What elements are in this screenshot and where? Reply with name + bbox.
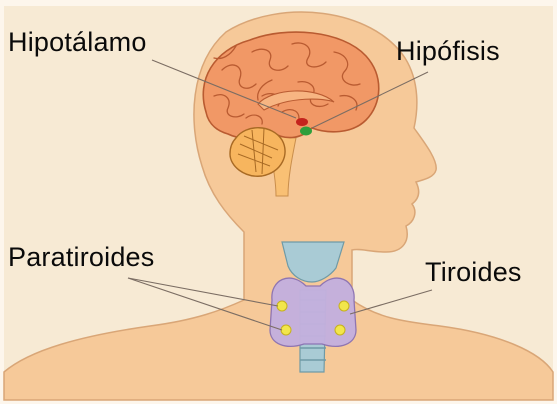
hypothalamus (296, 118, 308, 126)
cerebellum (230, 128, 285, 176)
thyroid (270, 278, 356, 346)
parathyroid-gland (281, 325, 291, 335)
parathyroid-gland (339, 301, 349, 311)
label-hipotalamo: Hipotálamo (8, 29, 147, 56)
label-hipofisis: Hipófisis (396, 38, 500, 65)
parathyroid-gland (335, 325, 345, 335)
pituitary (300, 127, 312, 136)
parathyroid-gland (277, 301, 287, 311)
label-tiroides: Tiroides (425, 259, 522, 286)
label-paratiroides: Paratiroides (8, 244, 154, 271)
